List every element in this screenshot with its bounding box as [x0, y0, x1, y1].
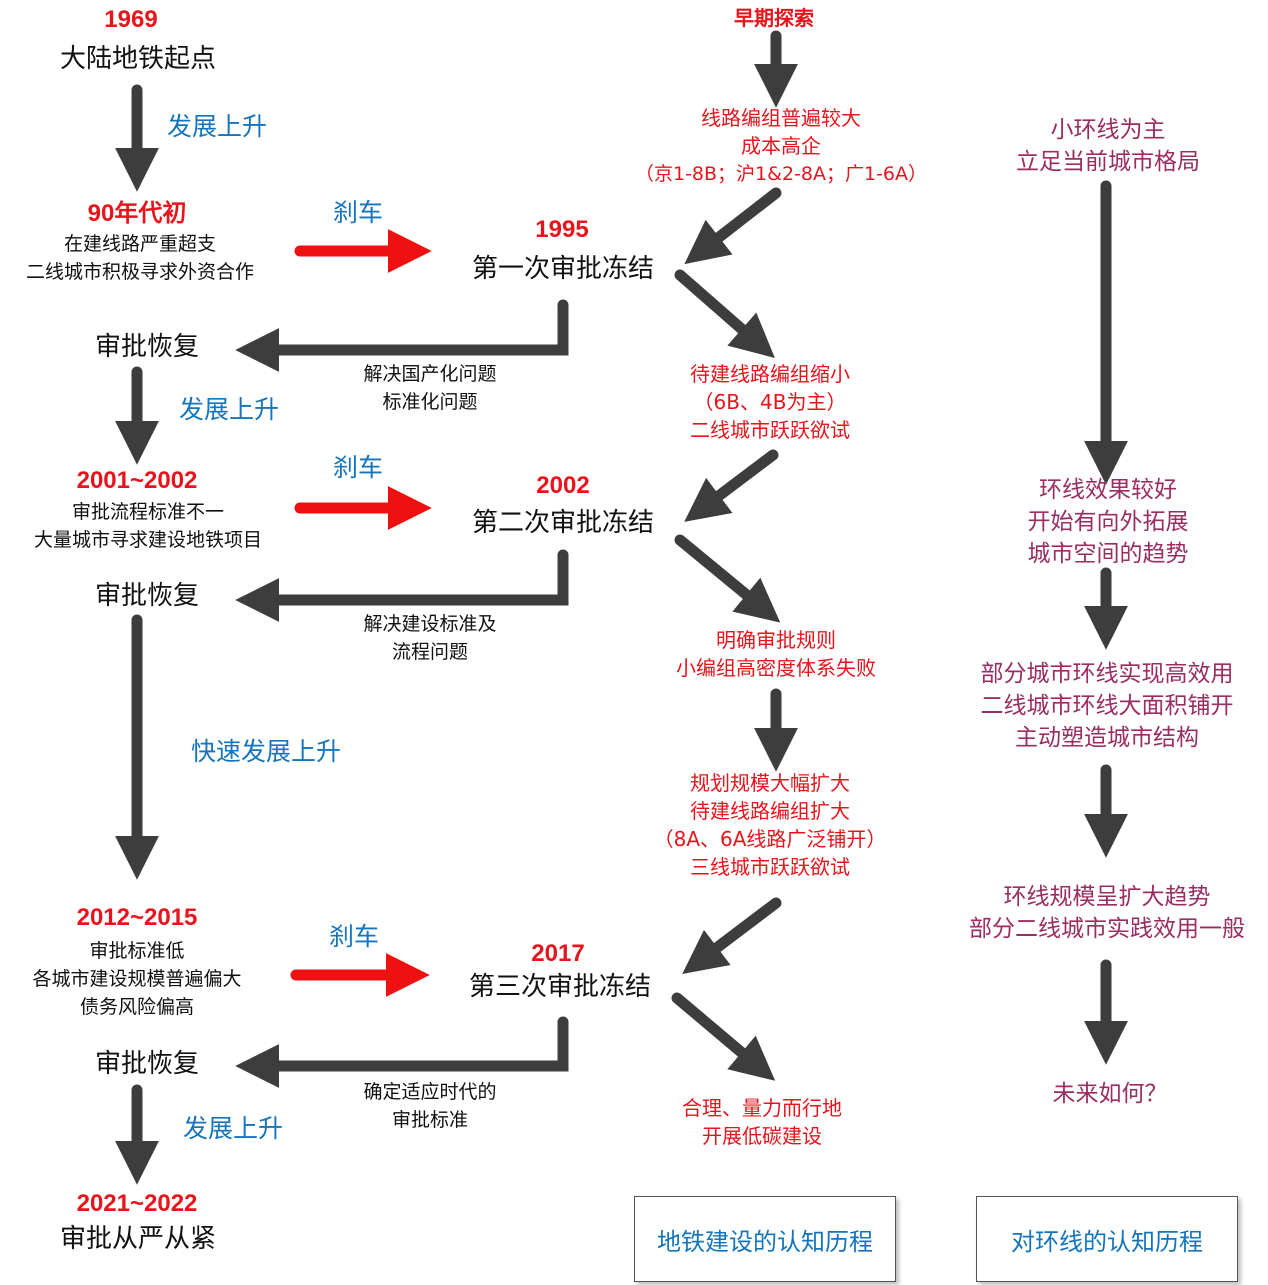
freeze-year-1995: 1995: [535, 216, 589, 243]
milestone-2012-line-1: 审批标准低: [89, 940, 185, 962]
resume-2-reason-line-2: 流程问题: [391, 641, 469, 663]
loop-step-1-line-2: 立足当前城市格局: [1016, 149, 1200, 175]
subway-step-2-line-1: 线路编组普遍较大: [701, 106, 861, 130]
subway-step-3-line-1: 待建线路编组缩小: [690, 362, 850, 386]
resume-2-reason-line-1: 解决建设标准及: [363, 613, 497, 635]
milestone-year-2012: 2012~2015: [76, 904, 198, 931]
subway-step-5-line-2: 待建线路编组扩大: [690, 799, 850, 823]
subway-step-6-line-1: 合理、量力而行地: [682, 1096, 842, 1120]
phase-label-2: 发展上升: [178, 395, 280, 424]
arrow-expand-to-freeze3: [682, 897, 782, 974]
legend-subway-cognition-label: 地铁建设的认知历程: [657, 1227, 873, 1256]
milestone-year-90s: 90年代初: [87, 200, 187, 227]
resume-2-title: 审批恢复: [94, 581, 200, 611]
loop-step-2-line-2: 开始有向外拓展: [1027, 509, 1189, 535]
subway-step-3-line-3: 二线城市跃跃欲试: [690, 418, 850, 442]
freeze-year-2017: 2017: [531, 940, 585, 967]
resume-1-reason-line-2: 标准化问题: [382, 391, 478, 413]
subway-step-2-line-3: （京1-8B；沪1&2-8A；广1-6A）: [634, 163, 928, 185]
phase-label-1: 发展上升: [166, 112, 268, 141]
subway-step-2-line-2: 成本高企: [741, 134, 821, 158]
arrow-freeze1-to-resume1: [235, 299, 569, 372]
loop-step-2-line-1: 环线效果较好: [1039, 477, 1177, 503]
milestone-90s-line-2: 二线城市积极寻求外资合作: [25, 261, 255, 283]
subway-step-5-line-4: 三线城市跃跃欲试: [690, 855, 850, 879]
arrow-freeze2-to-resume2: [235, 549, 569, 622]
milestone-90s-line-1: 在建线路严重超支: [63, 233, 217, 255]
legend-subway-cognition: 地铁建设的认知历程: [634, 1196, 896, 1282]
milestone-end-title: 审批从严从紧: [59, 1224, 217, 1254]
loop-step-2-line-3: 城市空间的趋势: [1027, 541, 1189, 567]
legend-loop-cognition-label: 对环线的认知历程: [1011, 1227, 1203, 1256]
milestone-2001-line-1: 审批流程标准不一: [71, 501, 225, 523]
arrow-freeze3-to-lowcarbon: [671, 992, 776, 1081]
milestone-2012-line-2: 各城市建设规模普遍偏大: [32, 968, 242, 990]
milestone-year-1969: 1969: [104, 6, 158, 33]
loop-step-3-line-3: 主动塑造城市结构: [1015, 725, 1199, 751]
arrow-freeze3-to-resume3: [235, 1016, 569, 1088]
phase-label-3: 快速发展上升: [190, 737, 342, 766]
loop-step-4-line-2: 部分二线城市实践效用一般: [969, 916, 1245, 942]
milestone-start-title: 大陆地铁起点: [59, 44, 217, 74]
brake-label-2: 刹车: [332, 453, 384, 482]
subway-step-5-line-3: （8A、6A线路广泛铺开）: [653, 827, 887, 851]
freeze-2-title: 第二次审批冻结: [471, 508, 655, 538]
milestone-2012-line-3: 债务风险偏高: [79, 996, 195, 1018]
arrow-freeze2-to-rules: [674, 534, 781, 623]
loop-step-1-line-1: 小环线为主: [1050, 117, 1166, 143]
resume-3-reason-line-1: 确定适应时代的: [363, 1081, 497, 1103]
legend-loop-cognition: 对环线的认知历程: [976, 1196, 1238, 1282]
arrow-large-to-freeze1: [684, 187, 782, 265]
resume-3-title: 审批恢复: [94, 1049, 200, 1079]
resume-1-title: 审批恢复: [94, 332, 200, 362]
subway-step-4-line-2: 小编组高密度体系失败: [676, 656, 876, 680]
arrow-shrink-to-freeze2: [684, 449, 779, 522]
freeze-year-2002: 2002: [536, 472, 590, 499]
loop-step-3-line-1: 部分城市环线实现高效用: [980, 661, 1234, 687]
loop-step-4-line-1: 环线规模呈扩大趋势: [1003, 884, 1211, 910]
subway-step-3-line-2: （6B、4B为主）: [693, 390, 847, 414]
brake-label-1: 刹车: [332, 198, 384, 227]
subway-step-1-line-1: 早期探索: [734, 6, 814, 30]
subway-step-6-line-2: 开展低碳建设: [702, 1124, 822, 1148]
brake-label-3: 刹车: [328, 922, 380, 951]
freeze-1-title: 第一次审批冻结: [471, 254, 655, 284]
resume-3-reason-line-2: 审批标准: [391, 1109, 469, 1131]
resume-1-reason-line-1: 解决国产化问题: [363, 363, 497, 385]
subway-step-5-line-1: 规划规模大幅扩大: [690, 771, 850, 795]
loop-step-3-line-2: 二线城市环线大面积铺开: [980, 693, 1234, 719]
milestone-2001-line-2: 大量城市寻求建设地铁项目: [33, 529, 263, 551]
milestone-year-2001: 2001~2002: [76, 467, 198, 494]
arrow-freeze1-to-shrink: [674, 269, 775, 359]
phase-label-4: 发展上升: [182, 1114, 284, 1143]
milestone-year-2021: 2021~2022: [76, 1190, 198, 1217]
loop-step-5-line-1: 未来如何？: [1052, 1081, 1168, 1107]
subway-step-4-line-1: 明确审批规则: [716, 628, 836, 652]
freeze-3-title: 第三次审批冻结: [468, 972, 652, 1002]
